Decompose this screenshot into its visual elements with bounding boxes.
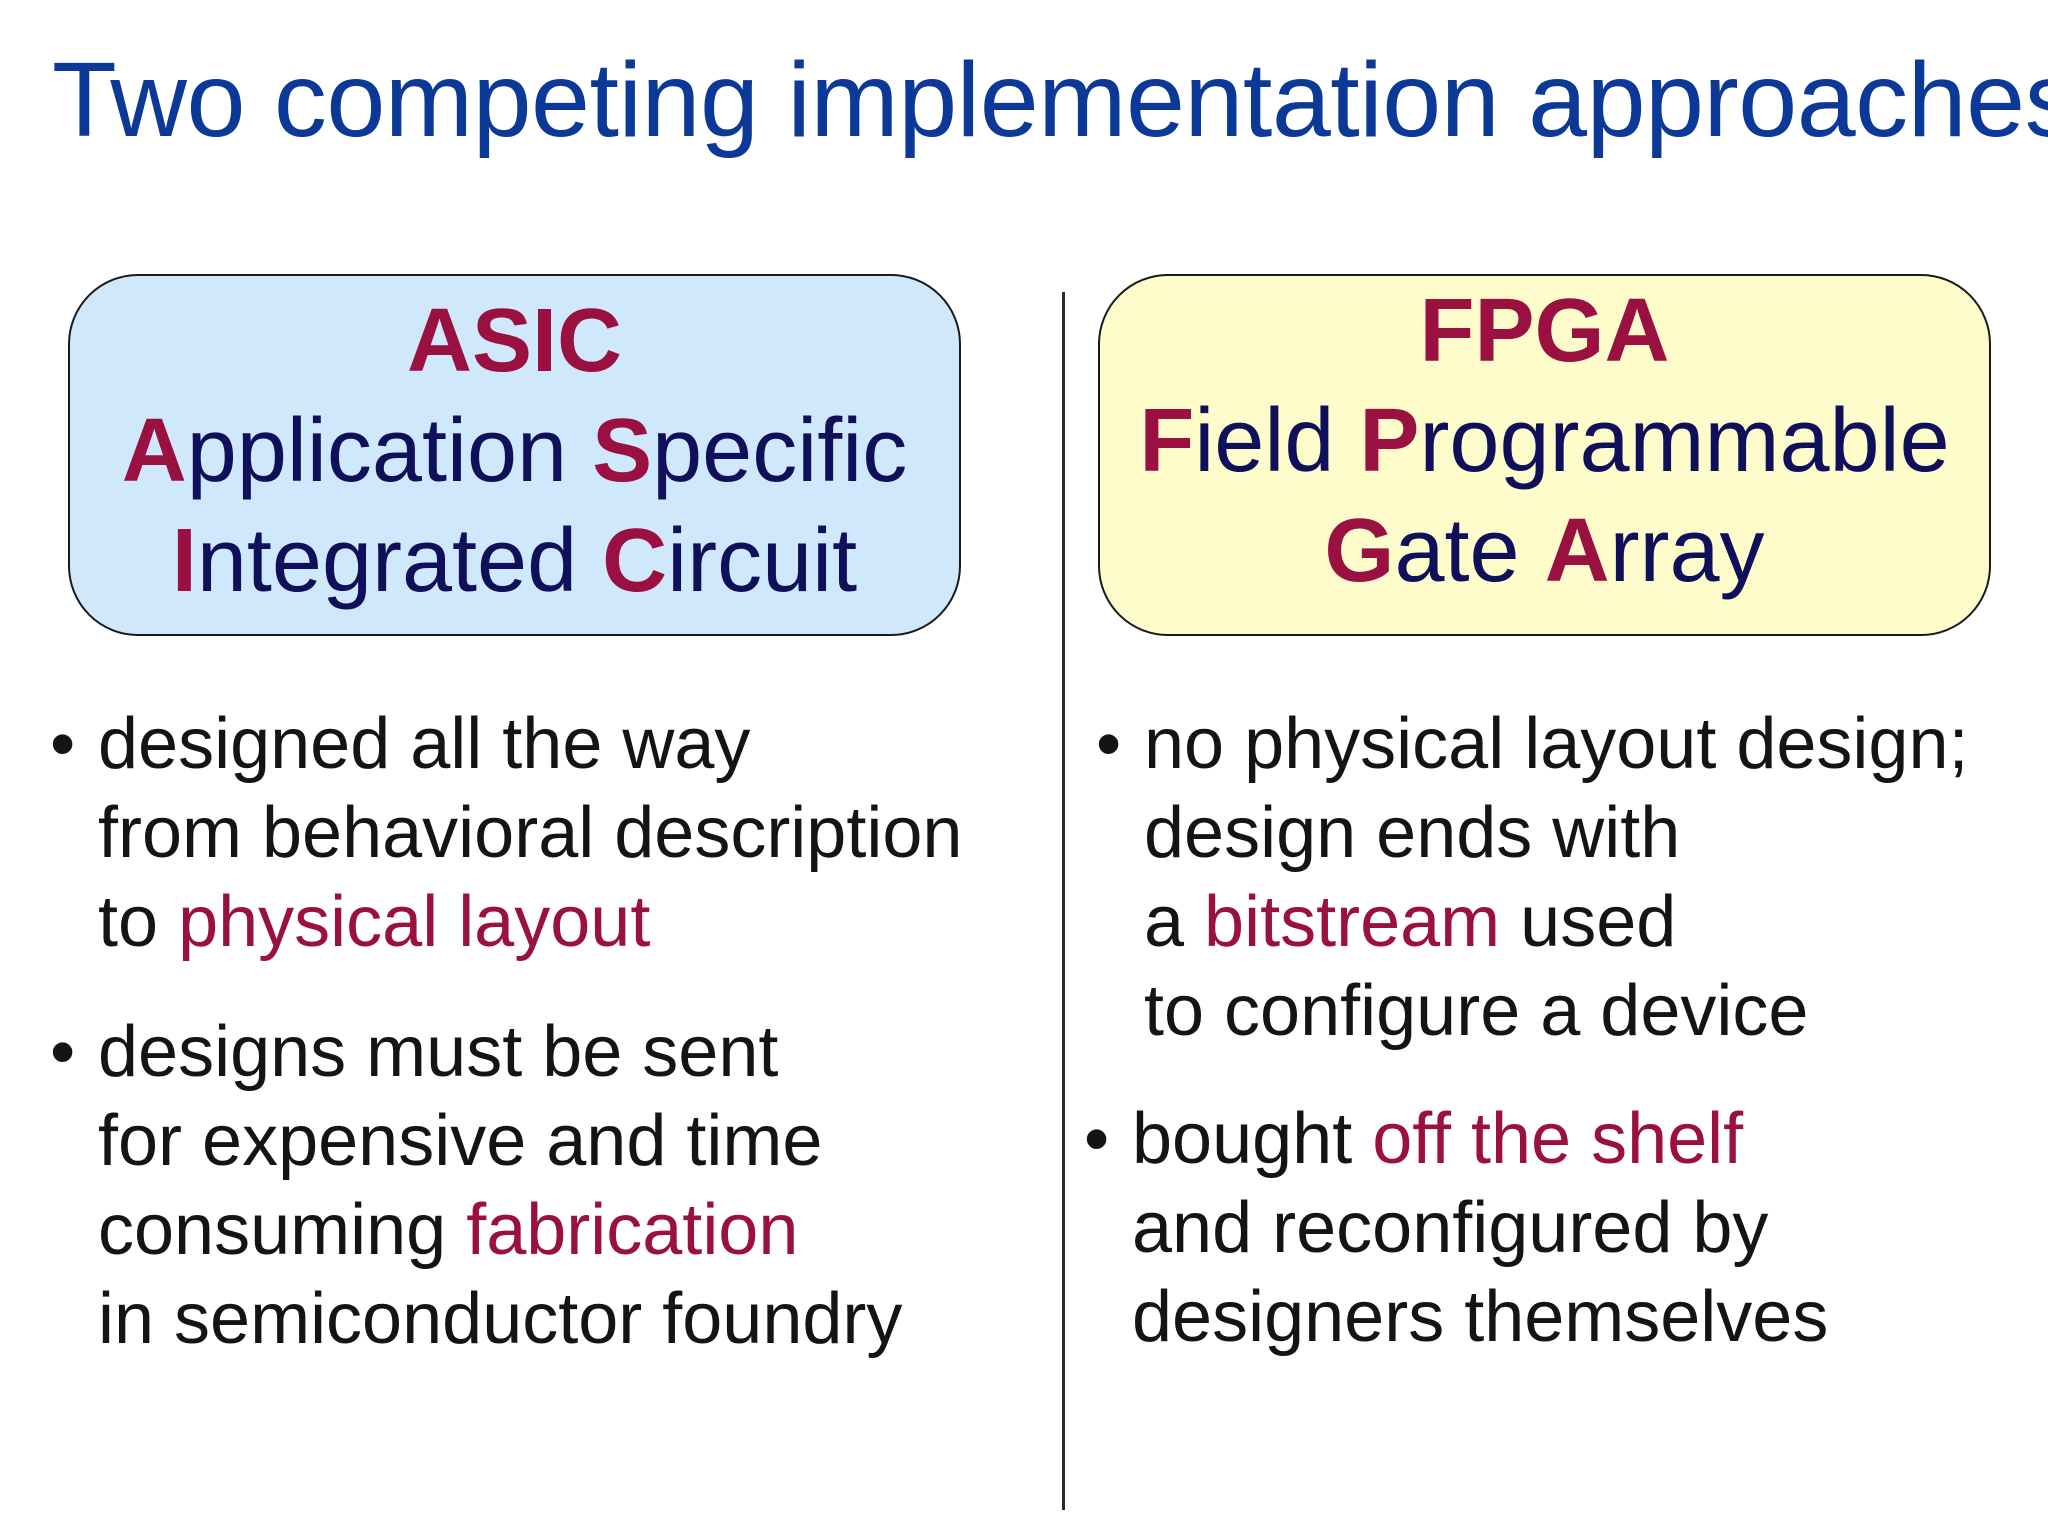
asic-word: pplication xyxy=(186,401,593,501)
asic-box: ASIC Application Specific Integrated Cir… xyxy=(68,274,961,636)
asic-acronym: ASIC xyxy=(406,291,623,391)
bullet-text: designers themselves xyxy=(1132,1277,1829,1357)
asic-initial: C xyxy=(602,511,668,611)
highlight-text: bitstream xyxy=(1204,882,1501,962)
fpga-initial: P xyxy=(1359,391,1420,491)
fpga-bullet-1: • no physical layout design; design ends … xyxy=(1096,700,1969,1056)
asic-expansion-line-2: Integrated Circuit xyxy=(70,506,959,616)
bullet-line: • designed all the way xyxy=(50,700,962,789)
fpga-word: ate xyxy=(1394,501,1545,601)
fpga-word: rogrammable xyxy=(1419,391,1950,491)
highlight-text: off the shelf xyxy=(1372,1099,1744,1179)
bullet-line: • no physical layout design; xyxy=(1096,700,1969,789)
asic-initial: A xyxy=(121,401,187,501)
asic-word: ntegrated xyxy=(196,511,603,611)
bullet-text: in semiconductor foundry xyxy=(98,1279,903,1359)
bullet-text: consuming xyxy=(98,1190,467,1270)
fpga-box: FPGA Field Programmable Gate Array xyxy=(1098,274,1991,636)
bullet-text: and reconfigured by xyxy=(1132,1188,1769,1268)
asic-bullet-1: • designed all the way from behavioral de… xyxy=(50,700,962,967)
fpga-initial: F xyxy=(1139,391,1195,491)
bullet-icon: • xyxy=(1084,1099,1110,1179)
fpga-acronym: FPGA xyxy=(1419,281,1670,381)
bullet-line: and reconfigured by xyxy=(1132,1184,1828,1273)
bullet-text: from behavioral description xyxy=(98,793,963,873)
bullet-icon: • xyxy=(1096,704,1122,784)
column-divider xyxy=(1062,292,1065,1510)
bullet-text: to xyxy=(98,882,179,962)
bullet-line: consuming fabrication xyxy=(98,1186,902,1275)
fpga-initial: G xyxy=(1324,501,1395,601)
asic-initial: S xyxy=(592,401,653,501)
slide-title: Two competing implementation approaches xyxy=(52,41,2048,159)
fpga-expansion-line-1: Field Programmable xyxy=(1100,386,1989,496)
asic-bullet-2: • designs must be sent for expensive and … xyxy=(50,1008,902,1364)
bullet-text: to configure a device xyxy=(1144,971,1809,1051)
fpga-word: ield xyxy=(1194,391,1360,491)
bullet-text: a xyxy=(1144,882,1205,962)
bullet-icon: • xyxy=(50,704,76,784)
bullet-text: used xyxy=(1500,882,1677,962)
fpga-expansion-line-2: Gate Array xyxy=(1100,496,1989,606)
bullet-line: design ends with xyxy=(1144,789,1969,878)
bullet-line: to configure a device xyxy=(1144,967,1969,1056)
bullet-text: for expensive and time xyxy=(98,1101,823,1181)
bullet-text: designed all the way xyxy=(98,704,751,784)
bullet-line: • designs must be sent xyxy=(50,1008,902,1097)
bullet-line: designers themselves xyxy=(1132,1273,1828,1362)
highlight-text: physical layout xyxy=(178,882,651,962)
bullet-text: no physical layout design; xyxy=(1144,704,1969,784)
asic-word: pecific xyxy=(652,401,908,501)
asic-expansion-line-1: Application Specific xyxy=(70,396,959,506)
fpga-bullet-2: • bought off the shelf and reconfigured b… xyxy=(1084,1095,1828,1362)
asic-word: ircuit xyxy=(667,511,858,611)
bullet-line: in semiconductor foundry xyxy=(98,1275,902,1364)
bullet-icon: • xyxy=(50,1012,76,1092)
bullet-line: for expensive and time xyxy=(98,1097,902,1186)
asic-initial: I xyxy=(171,511,197,611)
bullet-line: • bought off the shelf xyxy=(1084,1095,1828,1184)
bullet-line: a bitstream used xyxy=(1144,878,1969,967)
bullet-text: designs must be sent xyxy=(98,1012,779,1092)
fpga-word: rray xyxy=(1609,501,1765,601)
fpga-initial: A xyxy=(1544,501,1610,601)
bullet-line: from behavioral description xyxy=(98,789,962,878)
bullet-text: design ends with xyxy=(1144,793,1681,873)
bullet-line: to physical layout xyxy=(98,878,962,967)
bullet-text: bought xyxy=(1132,1099,1373,1179)
highlight-text: fabrication xyxy=(466,1190,799,1270)
